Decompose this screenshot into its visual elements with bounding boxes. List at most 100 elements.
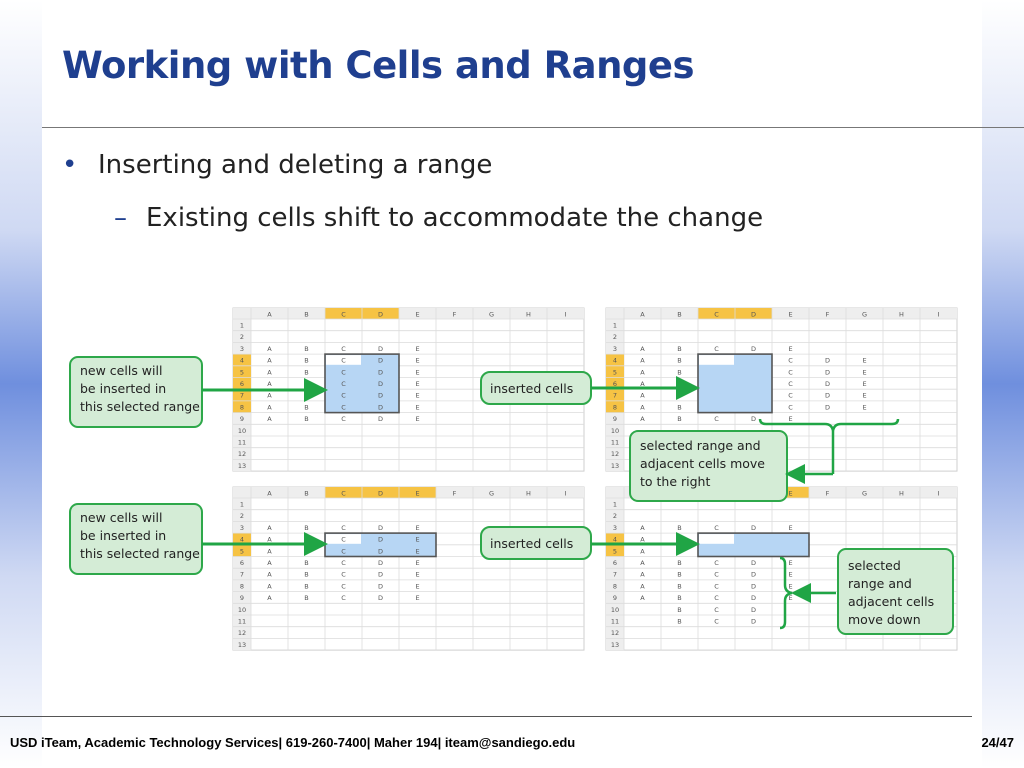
cell-value: D — [378, 571, 383, 579]
row-number: 3 — [613, 524, 617, 532]
cell-value: D — [378, 403, 383, 411]
cell-value: B — [677, 582, 681, 590]
cell-value: E — [788, 594, 792, 602]
cell-value: E — [415, 571, 419, 579]
column-header-label: A — [267, 311, 272, 319]
cell-value: B — [677, 345, 681, 353]
column-header-label: I — [938, 311, 940, 319]
bullet-sub-text: Existing cells shift to accommodate the … — [146, 203, 764, 233]
callout-inserted-top-label: inserted cells — [490, 381, 573, 396]
column-header-label: D — [378, 311, 383, 319]
cell-value: C — [341, 357, 346, 365]
row-number: 1 — [613, 322, 617, 330]
column-header-label: H — [899, 311, 904, 319]
callout-move-down-text: selected range and adjacent cells move d… — [848, 558, 938, 627]
cell-value: A — [267, 536, 272, 544]
cell-value: D — [825, 357, 830, 365]
cell-value: A — [640, 403, 645, 411]
cell-value: D — [378, 594, 383, 602]
row-header-highlight — [233, 544, 251, 557]
cell-value: E — [788, 415, 792, 423]
row-header-highlight — [606, 377, 624, 390]
row-header-highlight — [233, 365, 251, 378]
cell-value: A — [640, 547, 645, 555]
column-header-highlight — [325, 308, 362, 319]
cell-value: C — [714, 571, 719, 579]
cell-value: B — [304, 571, 308, 579]
cell-value: E — [862, 368, 866, 376]
row-header-highlight — [233, 354, 251, 366]
cell-value: E — [415, 368, 419, 376]
row-number: 9 — [613, 594, 617, 602]
cell-value: A — [267, 392, 272, 400]
cell-value: C — [341, 559, 346, 567]
column-header-label: B — [304, 490, 308, 498]
row-header-highlight — [606, 400, 624, 413]
active-cell — [699, 355, 734, 365]
cell-value: E — [415, 536, 419, 544]
cell-value: B — [304, 368, 308, 376]
row-number: 4 — [240, 536, 244, 544]
cell-value: B — [304, 415, 308, 423]
cell-value: B — [677, 536, 681, 544]
row-number: 7 — [240, 571, 244, 579]
callout-text-top-left: new cells will be inserted in this selec… — [80, 363, 200, 414]
cell-value: B — [304, 536, 308, 544]
row-number: 2 — [613, 333, 617, 341]
column-header-highlight — [399, 487, 436, 498]
sub-bullet-marker: – — [114, 203, 127, 233]
cell-value: C — [341, 582, 346, 590]
cell-value: E — [415, 594, 419, 602]
cell-value: E — [415, 415, 419, 423]
cell-value: D — [825, 392, 830, 400]
row-number: 12 — [238, 629, 246, 637]
row-number: 1 — [240, 322, 244, 330]
cell-value: A — [640, 415, 645, 423]
bullet-main: •Inserting and deleting a range — [62, 150, 492, 180]
cell-value: B — [677, 403, 681, 411]
row-number: 1 — [240, 501, 244, 509]
row-number: 4 — [613, 536, 617, 544]
cell-value: B — [677, 392, 681, 400]
cell-value: D — [751, 559, 756, 567]
column-header-label: A — [267, 490, 272, 498]
column-header-label: C — [714, 311, 719, 319]
row-number: 6 — [240, 559, 244, 567]
row-number: 9 — [240, 594, 244, 602]
row-number: 7 — [613, 392, 617, 400]
row-header-highlight — [606, 544, 624, 557]
cell-value: D — [378, 582, 383, 590]
cell-value: E — [415, 392, 419, 400]
column-header-highlight — [772, 487, 809, 498]
right-gradient-band — [982, 0, 1024, 768]
cell-value: A — [267, 582, 272, 590]
cell-value: D — [825, 403, 830, 411]
row-number: 2 — [240, 333, 244, 341]
grid-header-row — [233, 308, 584, 319]
footer-divider — [0, 716, 972, 717]
row-number: 10 — [238, 606, 246, 614]
cell-value: A — [640, 368, 645, 376]
cell-value: B — [304, 559, 308, 567]
cell-value: A — [640, 594, 645, 602]
grid-header-row — [606, 308, 957, 319]
cell-value: C — [341, 380, 346, 388]
column-header-label: I — [938, 490, 940, 498]
cell-value: E — [788, 559, 792, 567]
cell-value: C — [714, 618, 719, 626]
row-header-highlight — [233, 400, 251, 413]
cell-value: A — [640, 571, 645, 579]
cell-value: D — [751, 345, 756, 353]
cell-value: E — [862, 380, 866, 388]
column-header-highlight — [362, 308, 399, 319]
row-header-highlight — [233, 533, 251, 545]
cell-value: D — [751, 415, 756, 423]
cell-value: C — [341, 536, 346, 544]
row-number: 5 — [613, 547, 617, 555]
cell-value: E — [862, 403, 866, 411]
row-number: 4 — [240, 357, 244, 365]
cell-value: E — [415, 582, 419, 590]
cell-value: D — [378, 524, 383, 532]
cell-value: D — [378, 345, 383, 353]
